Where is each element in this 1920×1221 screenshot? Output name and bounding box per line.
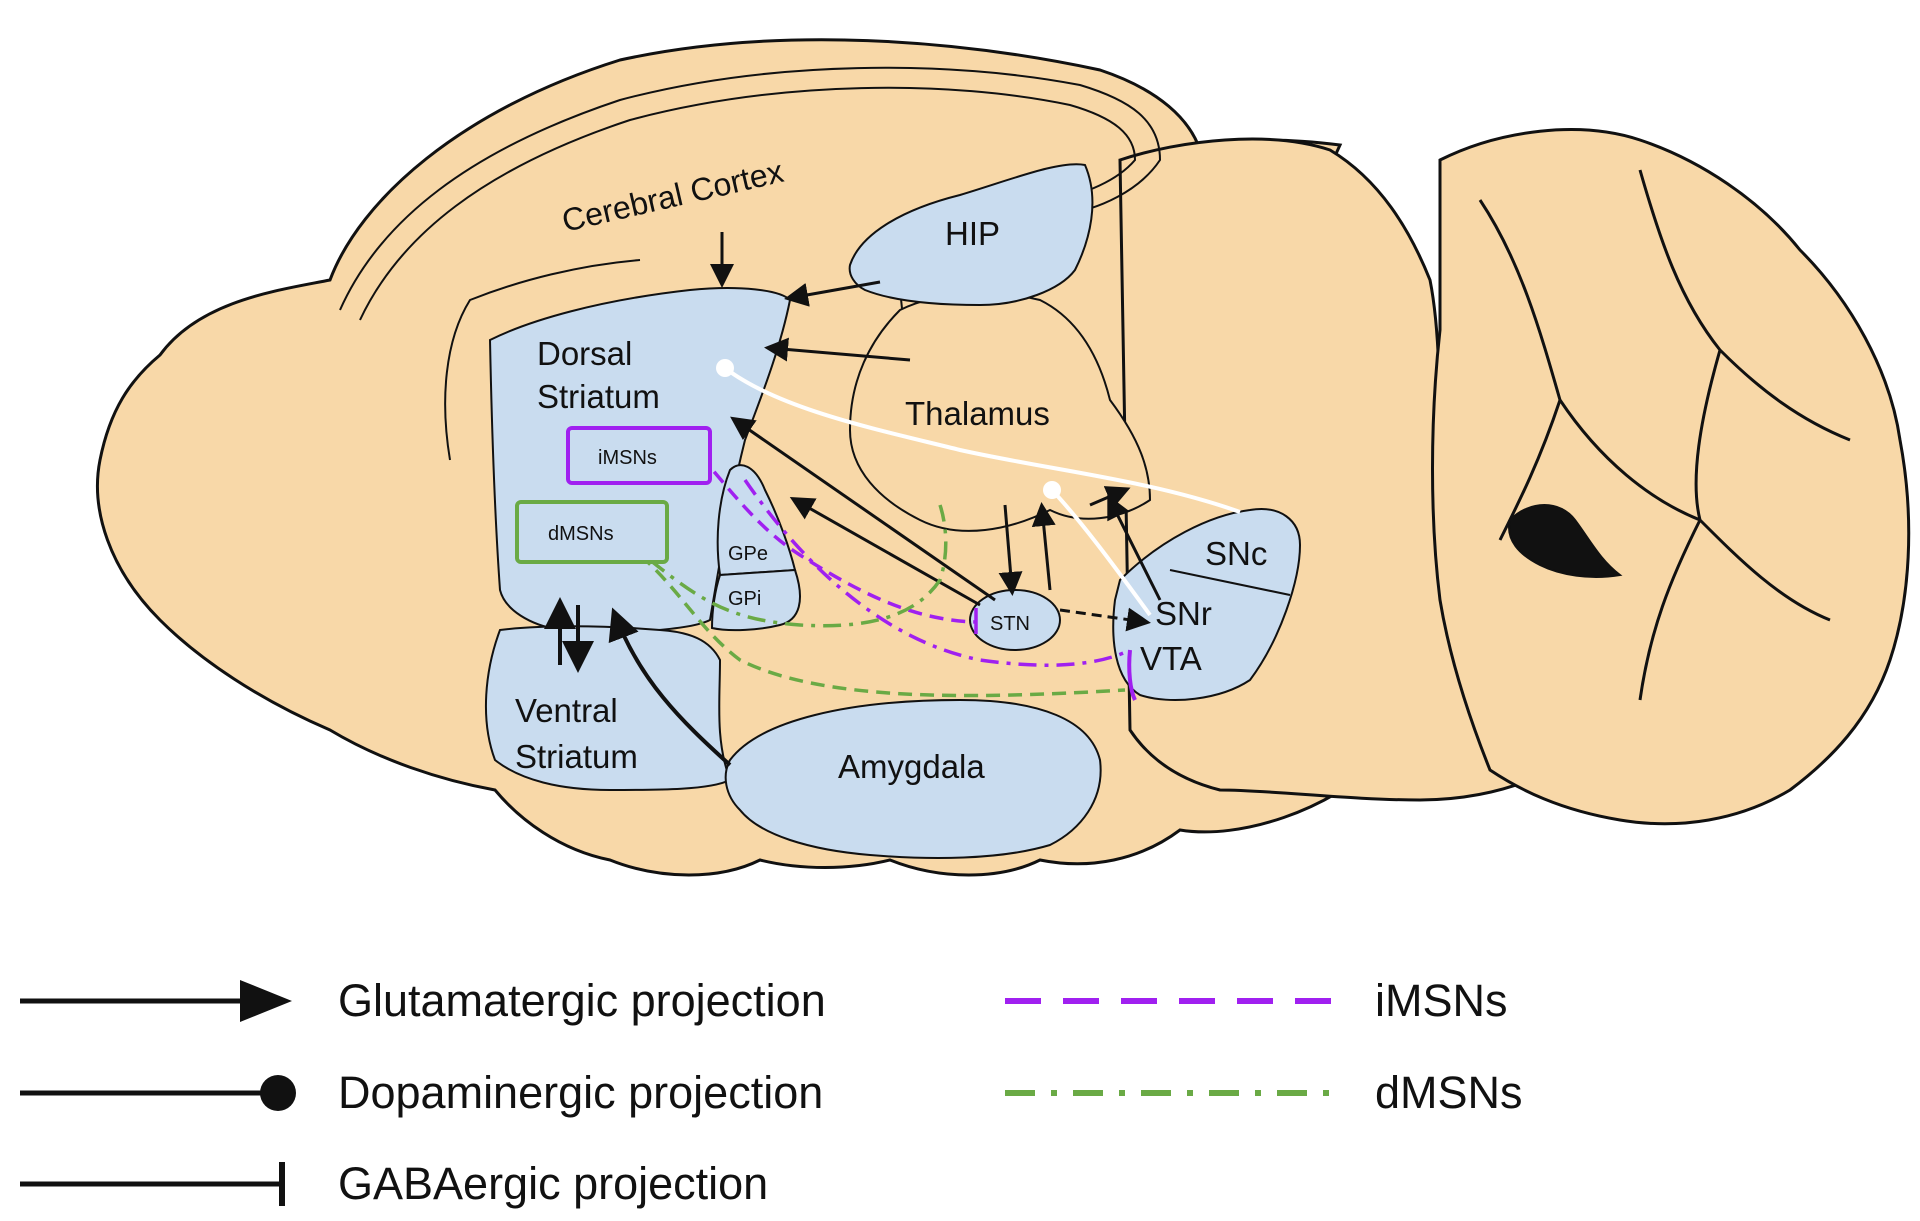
imsns-box-label: iMSNs	[598, 447, 657, 469]
legend-dopaminergic-label: Dopaminergic projection	[338, 1067, 823, 1118]
hip-label: HIP	[945, 215, 1000, 252]
thalamus-to-stn-arrow	[998, 504, 1023, 596]
projections	[544, 232, 1241, 767]
cerebellum-folds	[1478, 169, 1851, 701]
amygdala-to-striatum-arrow	[608, 607, 732, 767]
snr-to-thalamus-dopamine	[1050, 488, 1152, 617]
fourth-ventricle	[1508, 504, 1623, 578]
thalamus-label: Thalamus	[905, 395, 1050, 432]
legend: Glutamatergic projection Dopaminergic pr…	[20, 975, 1523, 1209]
imsns-box[interactable]	[566, 426, 712, 485]
imsn-pathway-2	[743, 479, 1131, 667]
snr-to-thalamus-arrow	[1107, 494, 1162, 601]
thalamus-to-dorsal-striatum-arrow	[764, 337, 911, 362]
snc-to-dorsal-striatum-dopamine	[723, 366, 1241, 514]
gpe-label: GPe	[728, 543, 768, 565]
dmsn-pathway	[638, 553, 1126, 698]
gpe-region[interactable]	[716, 464, 797, 577]
legend-dopaminergic-dot	[260, 1075, 296, 1111]
dorsal-striatum-label-1: Dorsal	[537, 335, 632, 372]
cerebellum-outline	[1431, 128, 1911, 826]
dopamine-terminal-thalamus	[1043, 481, 1061, 499]
hip-to-dorsal-striatum-arrow	[784, 280, 881, 307]
legend-dmsns-label: dMSNs	[1375, 1067, 1523, 1118]
dmsn-pathway-2	[648, 504, 948, 628]
dmsns-box-label: dMSNs	[548, 523, 614, 545]
stn-to-thalamus-arrow	[1031, 502, 1056, 591]
stn-to-gpe-arrow	[789, 497, 981, 607]
snc-label: SNc	[1205, 535, 1267, 572]
hip-region[interactable]	[848, 163, 1094, 307]
snr-label: SNr	[1155, 595, 1212, 632]
snc-snr-boundary	[1169, 569, 1291, 596]
legend-glutamatergic-label: Glutamatergic projection	[338, 975, 826, 1026]
legend-gabaergic-label: GABAergic projection	[338, 1158, 768, 1209]
thalamus-arrow-right	[1089, 486, 1131, 509]
gpi-label: GPi	[728, 588, 761, 610]
amygdala-region[interactable]	[724, 698, 1102, 859]
legend-imsns-label: iMSNs	[1375, 975, 1508, 1026]
stn-to-snr-arrow	[1059, 607, 1151, 632]
amygdala-label: Amygdala	[838, 748, 985, 785]
stn-to-dorsal-striatum-arrow	[730, 416, 996, 602]
dmsns-box[interactable]	[515, 500, 669, 564]
ventral-striatum-label-1: Ventral	[515, 692, 618, 729]
imsn-pathway-3	[1127, 649, 1137, 701]
corpus-callosum-line	[444, 259, 641, 461]
stn-label: STN	[990, 613, 1030, 635]
vta-label: VTA	[1140, 640, 1202, 677]
dopamine-terminal-striatum	[716, 359, 734, 377]
dorsal-striatum-label-2: Striatum	[537, 378, 660, 415]
legend-glutamatergic-arrowhead	[240, 980, 292, 1022]
ventral-striatum-label-2: Striatum	[515, 738, 638, 775]
imsn-pathway	[698, 453, 976, 624]
